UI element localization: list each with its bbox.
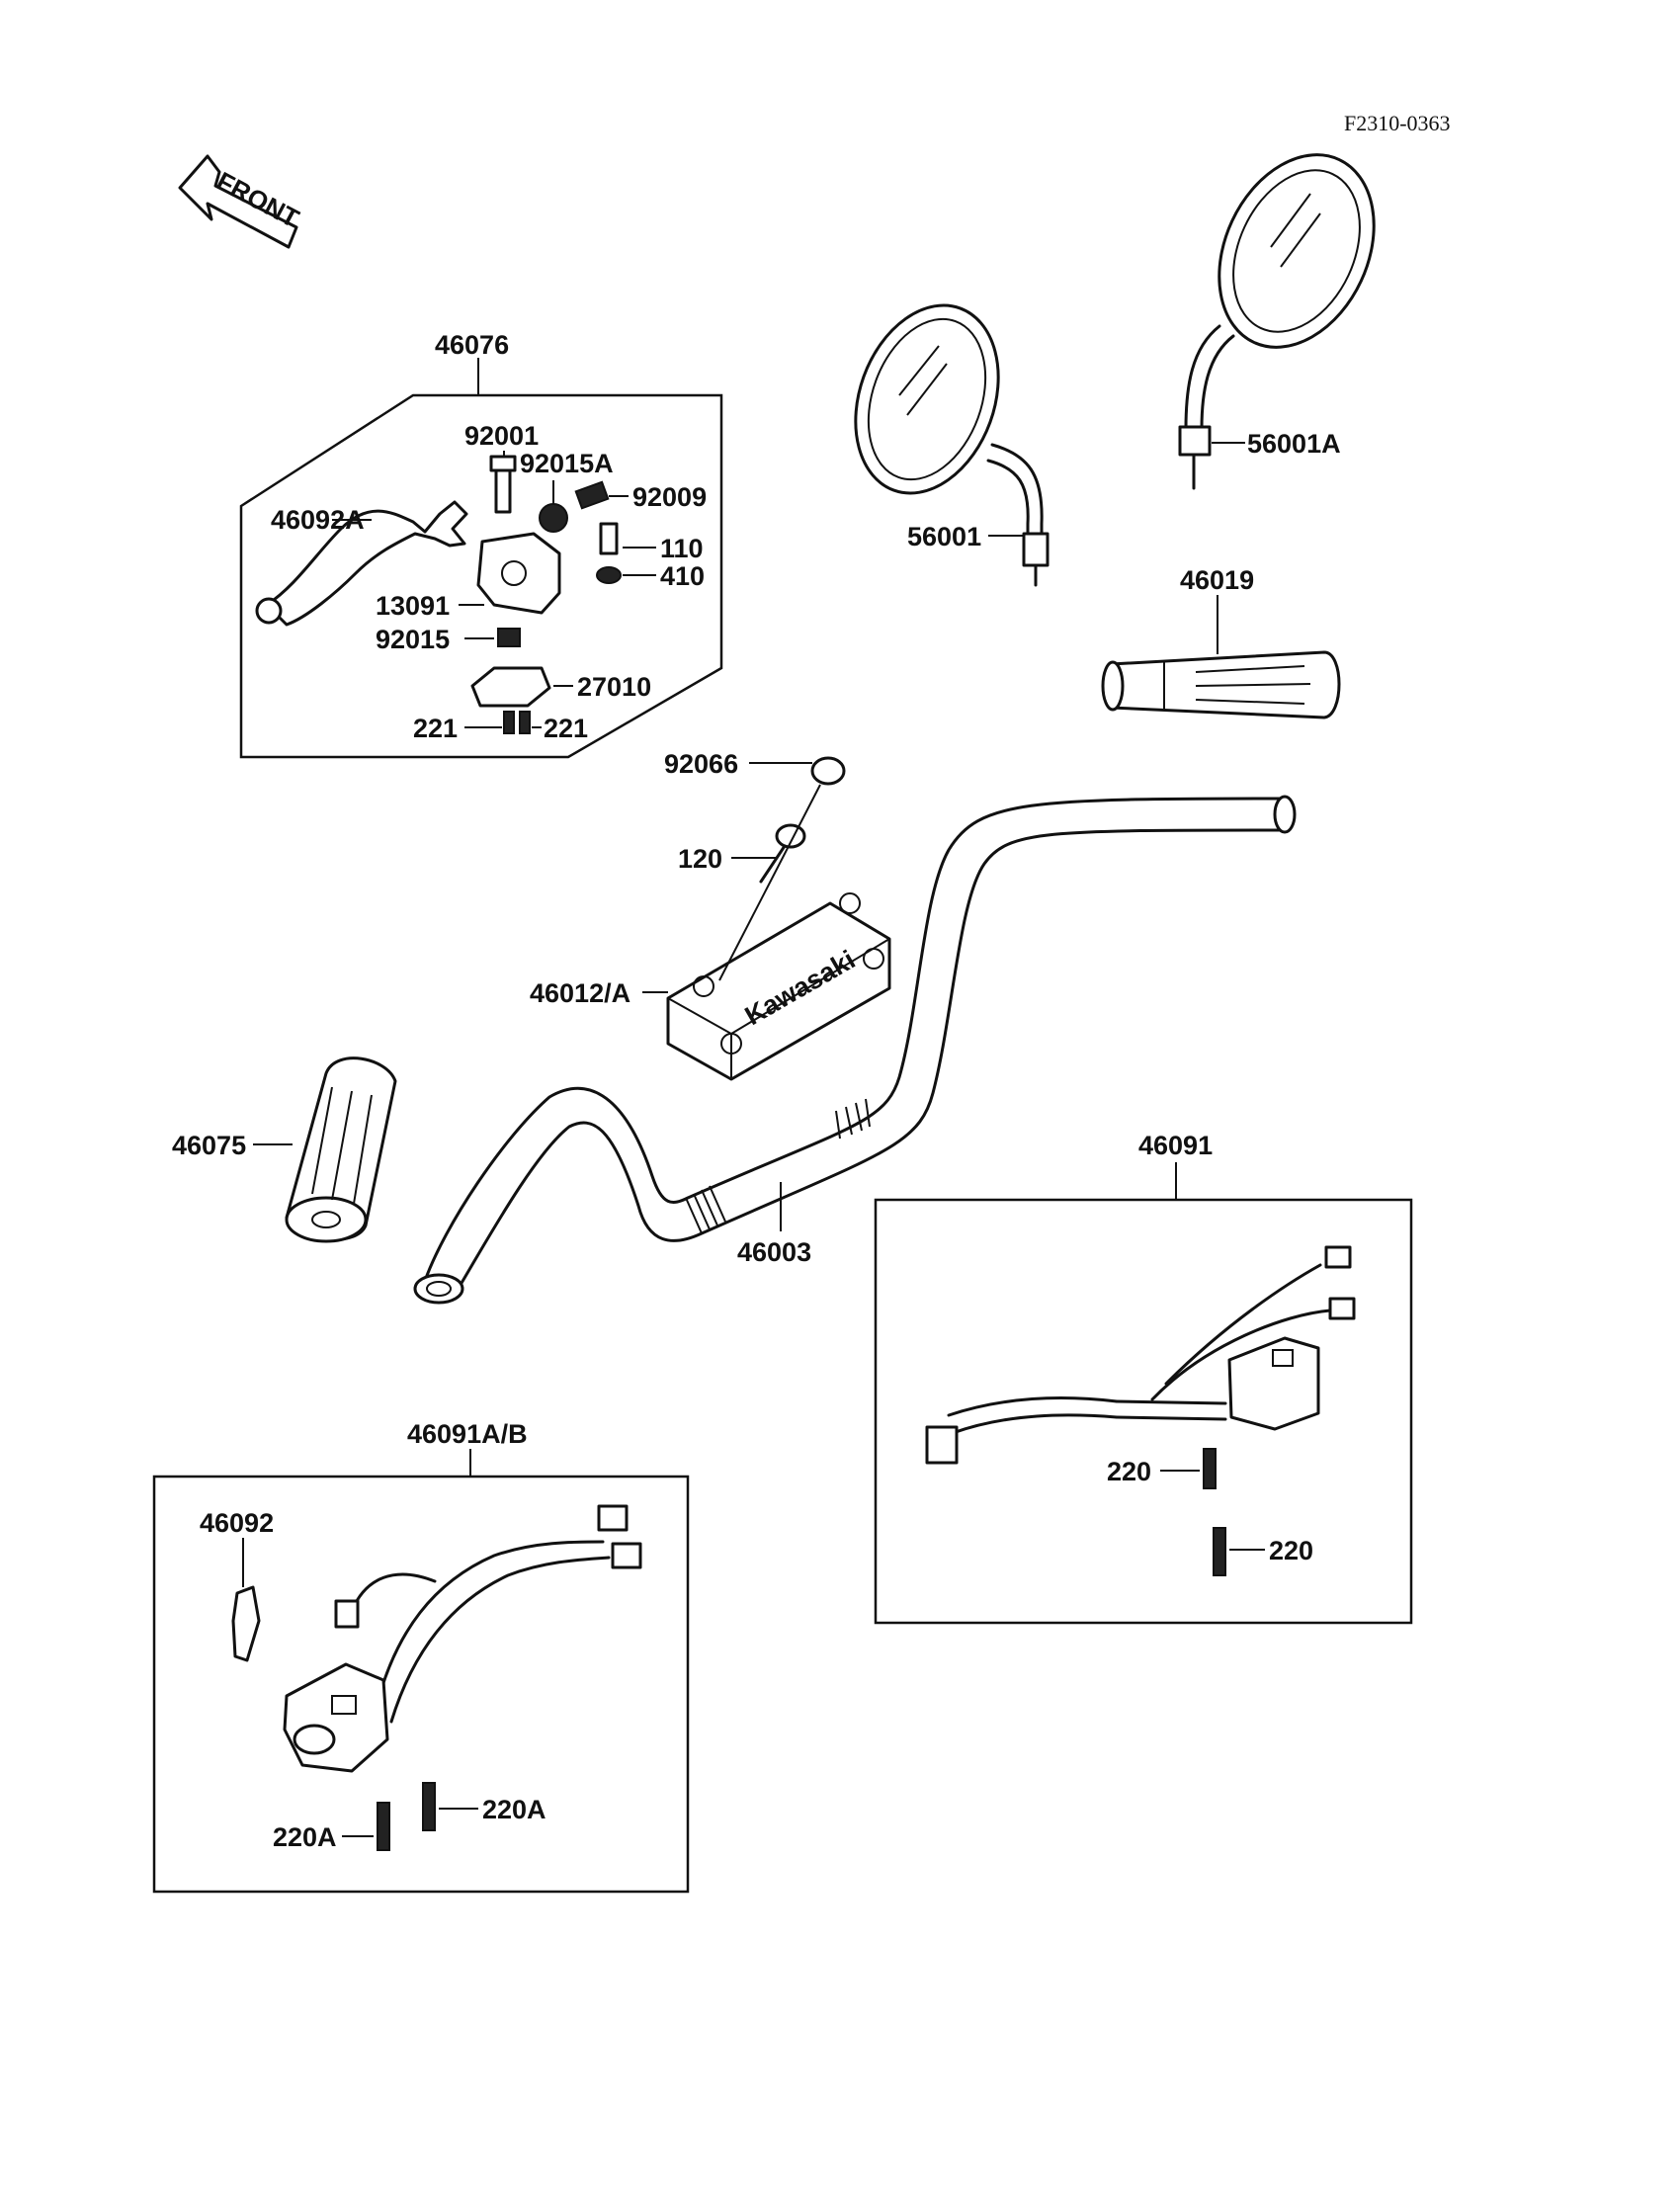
front-label: FRONT <box>211 166 303 234</box>
label-46092: 46092 <box>200 1508 274 1538</box>
label-46019: 46019 <box>1180 565 1254 595</box>
label-92066: 92066 <box>664 749 738 779</box>
label-92001: 92001 <box>464 421 539 451</box>
label-92009: 92009 <box>632 482 707 512</box>
handlebar: 46003 <box>413 795 1297 1305</box>
label-46012A: 46012/A <box>530 978 630 1008</box>
screw-221-left <box>503 711 515 734</box>
lever-tip <box>255 597 283 625</box>
grip-left: 46075 <box>172 1056 397 1243</box>
label-46075: 46075 <box>172 1131 246 1160</box>
label-220A-right: 220A <box>482 1795 546 1824</box>
label-27010: 27010 <box>577 672 651 702</box>
label-110: 110 <box>660 534 704 563</box>
grip-right: 46019 <box>1101 565 1341 719</box>
label-46091AB: 46091A/B <box>407 1419 528 1449</box>
label-46076: 46076 <box>435 330 509 360</box>
label-220-lower: 220 <box>1269 1536 1313 1565</box>
label-46091: 46091 <box>1138 1131 1213 1160</box>
left-switch-group: 46091A/B 46092 220A 220A <box>152 1419 690 1894</box>
label-56001: 56001 <box>907 522 981 551</box>
label-410: 410 <box>660 561 705 591</box>
cap-92066 <box>810 756 846 786</box>
screw-92009 <box>574 480 610 510</box>
right-switch-box <box>874 1198 1413 1625</box>
left-switch-box <box>152 1475 690 1894</box>
screw-221-right <box>519 711 531 734</box>
washer-410 <box>596 566 622 584</box>
front-arrow-icon: FRONT <box>178 154 304 249</box>
lever-holder <box>476 532 561 615</box>
label-46003: 46003 <box>737 1237 811 1267</box>
left-switch-housing <box>283 1662 389 1773</box>
clamp-bolt-group: 92066 120 <box>664 749 846 981</box>
right-switch-connector <box>925 1425 959 1465</box>
screw-220A-left <box>377 1802 390 1851</box>
bolt-110 <box>599 522 619 555</box>
right-switch-housing <box>1227 1336 1320 1431</box>
mirror-right: 56001A <box>1178 153 1376 490</box>
brake-lever <box>265 500 468 627</box>
handlebar-clamp: Kawasaki 46012/A <box>530 892 891 1081</box>
drawing-code: F2310-0363 <box>1344 111 1451 135</box>
nut-92015A <box>539 503 568 533</box>
screw-220-lower <box>1213 1527 1226 1576</box>
choke-lever <box>231 1585 261 1662</box>
label-221-right: 221 <box>544 714 588 743</box>
label-92015A: 92015A <box>520 449 614 478</box>
label-220A-left: 220A <box>273 1822 337 1852</box>
label-221-left: 221 <box>413 714 458 743</box>
lever-assembly-group: 46076 46092A 92001 92015A 92009 13091 11… <box>239 330 723 759</box>
label-46092A: 46092A <box>271 505 365 535</box>
nut-92015 <box>497 628 521 647</box>
label-220-upper: 220 <box>1107 1457 1151 1486</box>
mirror-left: 56001 <box>854 303 1050 587</box>
label-13091: 13091 <box>376 591 450 621</box>
label-120: 120 <box>678 844 722 874</box>
screw-220-upper <box>1203 1448 1217 1489</box>
right-switch-group: 46091 220 220 <box>874 1131 1413 1625</box>
label-56001A: 56001A <box>1247 429 1341 459</box>
lever-assembly-box <box>239 393 723 759</box>
label-92015: 92015 <box>376 625 450 654</box>
brake-switch <box>470 666 551 708</box>
screw-220A-right <box>422 1782 436 1831</box>
